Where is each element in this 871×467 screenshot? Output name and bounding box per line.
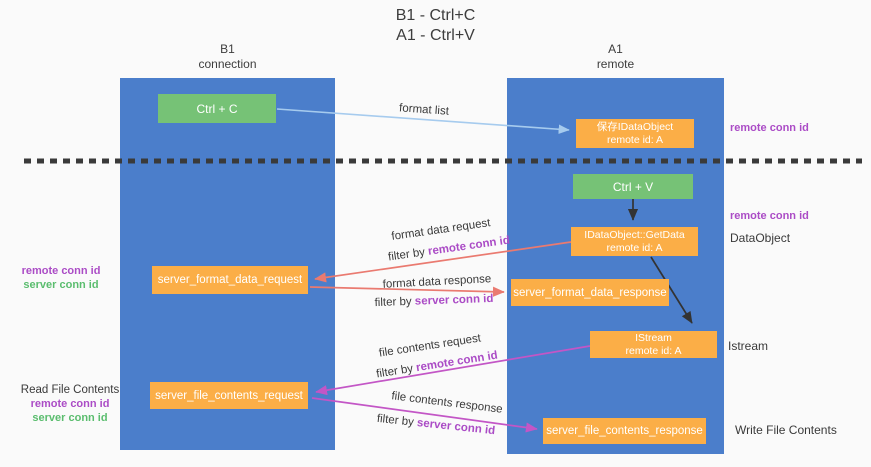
filter-key-server-conn-id: server conn id: [416, 417, 496, 438]
node-server-format-data-response-label: server_format_data_response: [513, 286, 667, 299]
node-save-idataobject-line1: 保存IDataObject: [596, 120, 674, 133]
node-ctrl-v: Ctrl + V: [573, 174, 693, 199]
label-format-list: format list: [398, 102, 450, 118]
annotation-dataobject: DataObject: [730, 231, 791, 245]
label-format-data-response: format data response: [382, 273, 492, 291]
node-ctrl-v-label: Ctrl + V: [612, 179, 654, 194]
node-istream-line2: remote id: A: [625, 344, 682, 357]
annotation-read-file-contents-title: Read File Contents: [20, 384, 120, 396]
node-server-format-data-response: server_format_data_response: [511, 279, 669, 306]
filter-prefix: filter by: [374, 295, 416, 310]
node-save-idataobject: 保存IDataObject remote id: A: [576, 119, 694, 148]
lane-a1-title: A1: [608, 42, 623, 56]
lane-b1-title: B1: [220, 42, 235, 56]
lane-header-a1: A1 remote: [507, 42, 724, 72]
annotation-server-conn-id-left: server conn id: [23, 279, 99, 291]
lane-header-b1: B1 connection: [120, 42, 335, 72]
annotation-remote-conn-id-left: remote conn id: [21, 265, 101, 277]
filter-prefix: filter by: [375, 362, 418, 381]
node-idataobject-getdata: IDataObject::GetData remote id: A: [571, 227, 698, 256]
filter-key-remote-conn-id: remote conn id: [427, 234, 511, 258]
node-ctrl-c: Ctrl + C: [158, 94, 276, 123]
label-filter-file-response: filter by server conn id: [376, 413, 495, 437]
filter-prefix: filter by: [387, 245, 429, 264]
annotation-remote-conn-id-left2: remote conn id: [30, 398, 110, 410]
diagram-title-line2: A1 - Ctrl+V: [396, 27, 475, 44]
node-idataobject-getdata-line2: remote id: A: [606, 241, 663, 254]
annotation-server-conn-id-left2: server conn id: [32, 412, 108, 424]
lane-b1-subtitle: connection: [198, 57, 257, 71]
node-server-format-data-request-label: server_format_data_request: [157, 274, 303, 286]
annotation-remote-conn-id-top: remote conn id: [730, 122, 809, 134]
filter-key-server-conn-id: server conn id: [414, 292, 494, 308]
annotation-read-file-contents: Read File Contents remote conn id server…: [10, 383, 130, 425]
diagram-title: B1 - Ctrl+C A1 - Ctrl+V: [0, 6, 871, 46]
filter-key-remote-conn-id: remote conn id: [415, 349, 499, 375]
node-server-format-data-request: server_format_data_request: [152, 266, 308, 294]
node-istream-line1: IStream: [635, 331, 672, 344]
node-server-file-contents-request: server_file_contents_request: [150, 382, 308, 409]
annotation-remote-conn-id-mid: remote conn id: [730, 210, 809, 222]
node-server-file-contents-response: server_file_contents_response: [543, 418, 706, 444]
node-istream: IStream remote id: A: [590, 331, 717, 358]
node-idataobject-getdata-line1: IDataObject::GetData: [584, 228, 685, 241]
annotation-istream: Istream: [728, 339, 769, 353]
diagram-title-line1: B1 - Ctrl+C: [395, 7, 476, 24]
annotation-format-conn-ids: remote conn id server conn id: [5, 264, 117, 292]
node-ctrl-c-label: Ctrl + C: [196, 101, 238, 116]
lane-a1-subtitle: remote: [596, 57, 635, 71]
label-file-contents-response: file contents response: [390, 390, 504, 416]
node-server-file-contents-response-label: server_file_contents_response: [546, 425, 703, 437]
annotation-write-file-contents: Write File Contents: [735, 423, 837, 437]
label-filter-format-response: filter by server conn id: [374, 293, 493, 309]
node-server-file-contents-request-label: server_file_contents_request: [155, 389, 303, 402]
node-save-idataobject-line2: remote id: A: [606, 133, 664, 146]
filter-prefix: filter by: [376, 412, 418, 429]
